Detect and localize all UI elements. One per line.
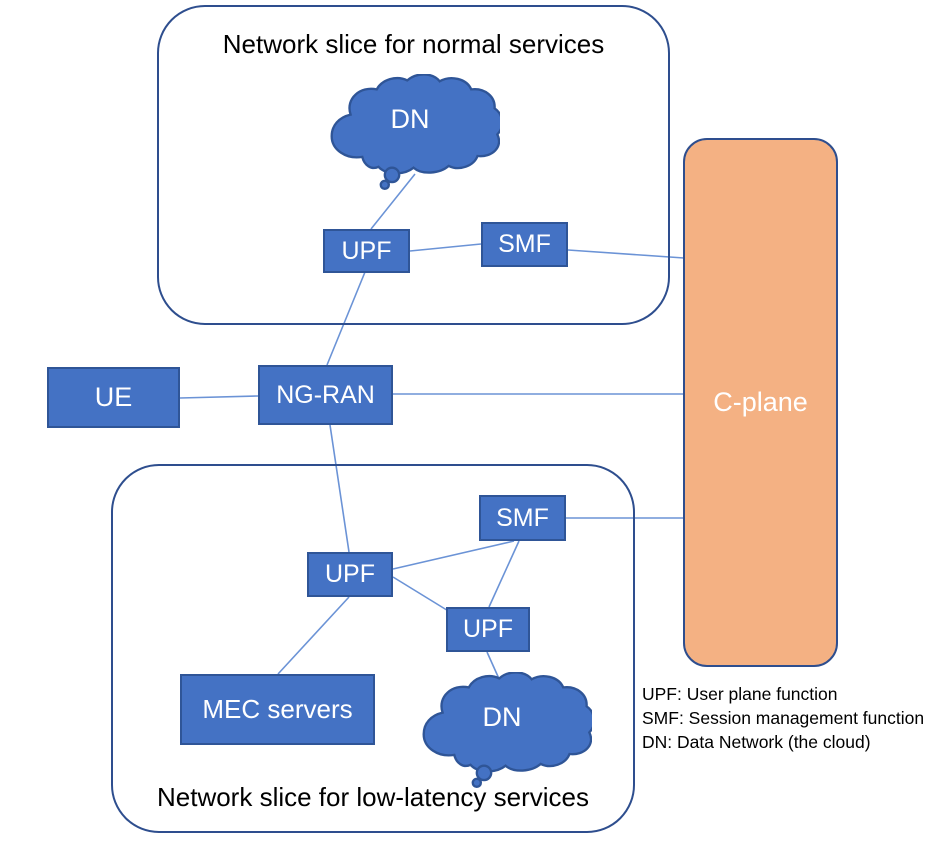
node-ue: UE [47, 367, 180, 428]
legend: UPF: User plane function SMF: Session ma… [642, 682, 924, 754]
dn-top-label: DN [390, 104, 430, 134]
legend-line-smf: SMF: Session management function [642, 708, 925, 728]
node-ng-ran: NG-RAN [258, 365, 393, 425]
dn-cloud-low: DN [412, 672, 592, 791]
slice-low-latency-title: Network slice for low-latency services [156, 782, 589, 812]
connector-upf-mid-mec [277, 596, 350, 675]
slice-normal-title: Network slice for normal services [222, 29, 605, 59]
connector-upf-mid-smf-low [392, 540, 515, 570]
connector-smf-low-upf-low [488, 540, 520, 608]
connector-upf-mid-upf-low [392, 576, 451, 613]
node-smf-low: SMF [479, 495, 566, 541]
connector-ue-ngran [179, 395, 259, 399]
dn-low-label: DN [482, 702, 522, 732]
connector-upf-smf-top [409, 243, 482, 252]
slice-low-latency-services: Network slice for low-latency services [111, 464, 635, 833]
connector-ngran-upf-top [326, 271, 366, 366]
dn-cloud-top: DN [320, 74, 500, 193]
connector-dn-upf-top [370, 173, 416, 230]
node-c-plane: C-plane [683, 138, 838, 667]
node-smf-top: SMF [481, 222, 568, 267]
node-mec-servers: MEC servers [180, 674, 375, 745]
connector-ngran-upf-mid [329, 424, 350, 553]
slice-normal-services: Network slice for normal services [157, 5, 670, 325]
connector-smf-top-cplane [567, 249, 685, 259]
legend-line-upf: UPF: User plane function [642, 684, 838, 704]
node-upf-low: UPF [446, 607, 530, 652]
node-upf-mid: UPF [307, 552, 393, 597]
connector-upf-low-dn-low [486, 651, 501, 682]
legend-line-dn: DN: Data Network (the cloud) [642, 732, 871, 752]
node-upf-top: UPF [323, 229, 410, 273]
